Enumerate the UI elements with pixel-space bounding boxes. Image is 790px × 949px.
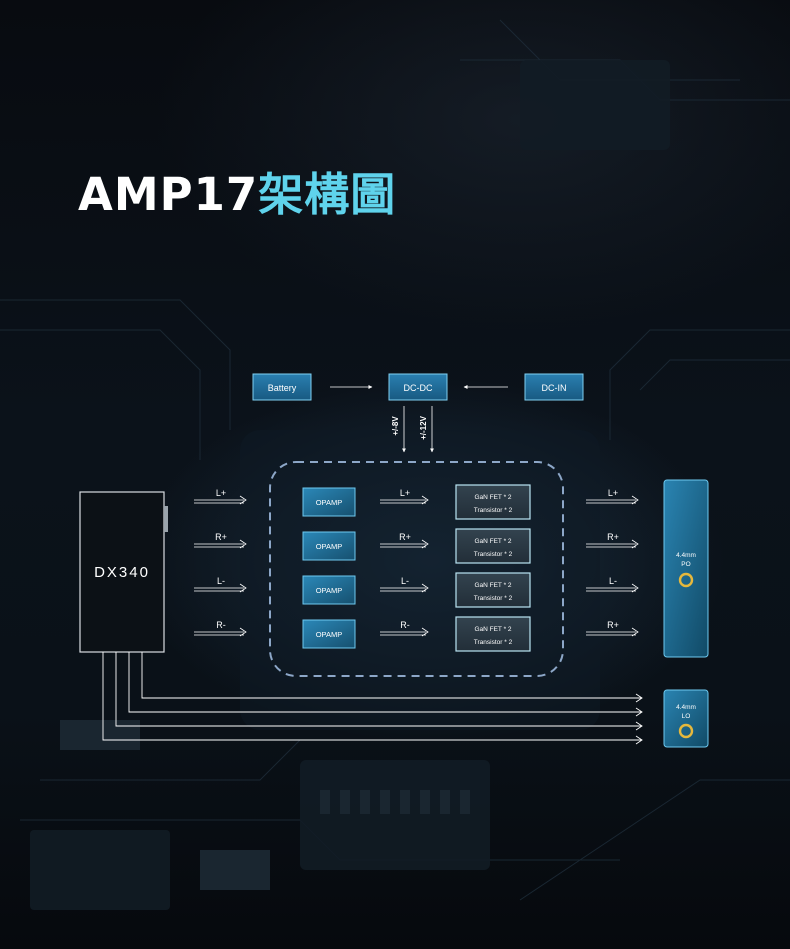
dcin-box: DC-IN [524,373,584,401]
opamp-box: OPAMP [302,531,356,561]
mid-channels: L+ R+ L- R- [380,488,429,637]
output-channel-label: L- [609,576,617,586]
dcin-label: DC-IN [542,383,567,393]
gan-fet-line1: GaN FET * 2 [474,494,511,501]
input-channel-label: L+ [216,488,226,498]
device-name: DX340 [94,564,150,581]
output-lo-line2: LO [682,713,691,720]
line-out-arrowhead [635,707,643,717]
dcdc-label: DC-DC [404,383,433,393]
title-suffix: 架構圖 [258,168,397,221]
opamp-box: OPAMP [302,619,356,649]
output-lo-jack: 4.4mm LO [663,689,709,748]
mid-channel-label: R- [400,620,410,630]
input-channels: L+ R+ L- R- [194,488,247,637]
page-title: AMP17架構圖 [78,172,396,217]
line-out-traces [102,652,643,745]
line-out-trace [141,652,642,699]
device-side-button [164,506,168,532]
gan-fet-box: GaN FET * 2 Transistor * 2 [455,484,531,520]
output-po-line2: PO [681,561,690,568]
line-out-trace [102,652,642,741]
input-arrow [194,627,247,637]
rail-12v-label: +/-12V [419,415,428,439]
opamp-box: OPAMP [302,487,356,517]
output-arrow [586,495,639,505]
line-out-arrowhead [635,735,643,745]
mid-arrow [380,627,429,637]
line-out-trace [115,652,642,727]
battery-box: Battery [252,373,312,401]
line-out-arrowhead [635,693,643,703]
mid-channel-label: L- [401,576,409,586]
mid-channel-label: R+ [399,532,411,542]
input-channel-label: L- [217,576,225,586]
gan-fet-line1: GaN FET * 2 [474,626,511,633]
output-arrow [586,583,639,593]
output-arrow [586,627,639,637]
mid-arrow [380,583,429,593]
gan-fet-box: GaN FET * 2 Transistor * 2 [455,528,531,564]
title-prefix: AMP17 [78,168,259,221]
output-channel-label: R+ [607,532,619,542]
dx340-device: DX340 [79,491,168,653]
output-po-jack: 4.4mm PO [663,479,709,658]
output-lo-line1: 4.4mm [676,704,696,711]
gan-fet-line2: Transistor * 2 [474,639,513,646]
opamp-label: OPAMP [316,630,343,639]
line-out-arrowhead [635,721,643,731]
opamp-box: OPAMP [302,575,356,605]
input-channel-label: R+ [215,532,227,542]
dcdc-box: DC-DC [388,373,448,401]
amp-module-border [269,461,564,677]
opamp-stages: OPAMP OPAMP OPAMP OPAMP [302,487,356,649]
opamp-label: OPAMP [316,586,343,595]
gan-fet-line2: Transistor * 2 [474,551,513,558]
input-arrow [194,539,247,549]
line-out-trace [128,652,642,713]
mid-arrow [380,495,429,505]
output-channels: L+ R+ L- R+ [586,488,639,637]
input-channel-label: R- [216,620,226,630]
gan-stages: GaN FET * 2 Transistor * 2 GaN FET * 2 T… [455,484,531,652]
output-channel-label: L+ [608,488,618,498]
opamp-label: OPAMP [316,542,343,551]
gan-fet-line1: GaN FET * 2 [474,582,511,589]
mid-channel-label: L+ [400,488,410,498]
jack-ring-icon [678,572,694,588]
jack-ring-icon [678,723,694,739]
output-channel-label: R+ [607,620,619,630]
opamp-label: OPAMP [316,498,343,507]
output-arrow [586,539,639,549]
gan-fet-box: GaN FET * 2 Transistor * 2 [455,572,531,608]
gan-fet-line2: Transistor * 2 [474,507,513,514]
input-arrow [194,583,247,593]
gan-fet-line1: GaN FET * 2 [474,538,511,545]
battery-label: Battery [268,383,297,393]
input-arrow [194,495,247,505]
gan-fet-line2: Transistor * 2 [474,595,513,602]
rail-8v-label: +/-8V [391,416,400,436]
gan-fet-box: GaN FET * 2 Transistor * 2 [455,616,531,652]
mid-arrow [380,539,429,549]
output-po-line1: 4.4mm [676,552,696,559]
